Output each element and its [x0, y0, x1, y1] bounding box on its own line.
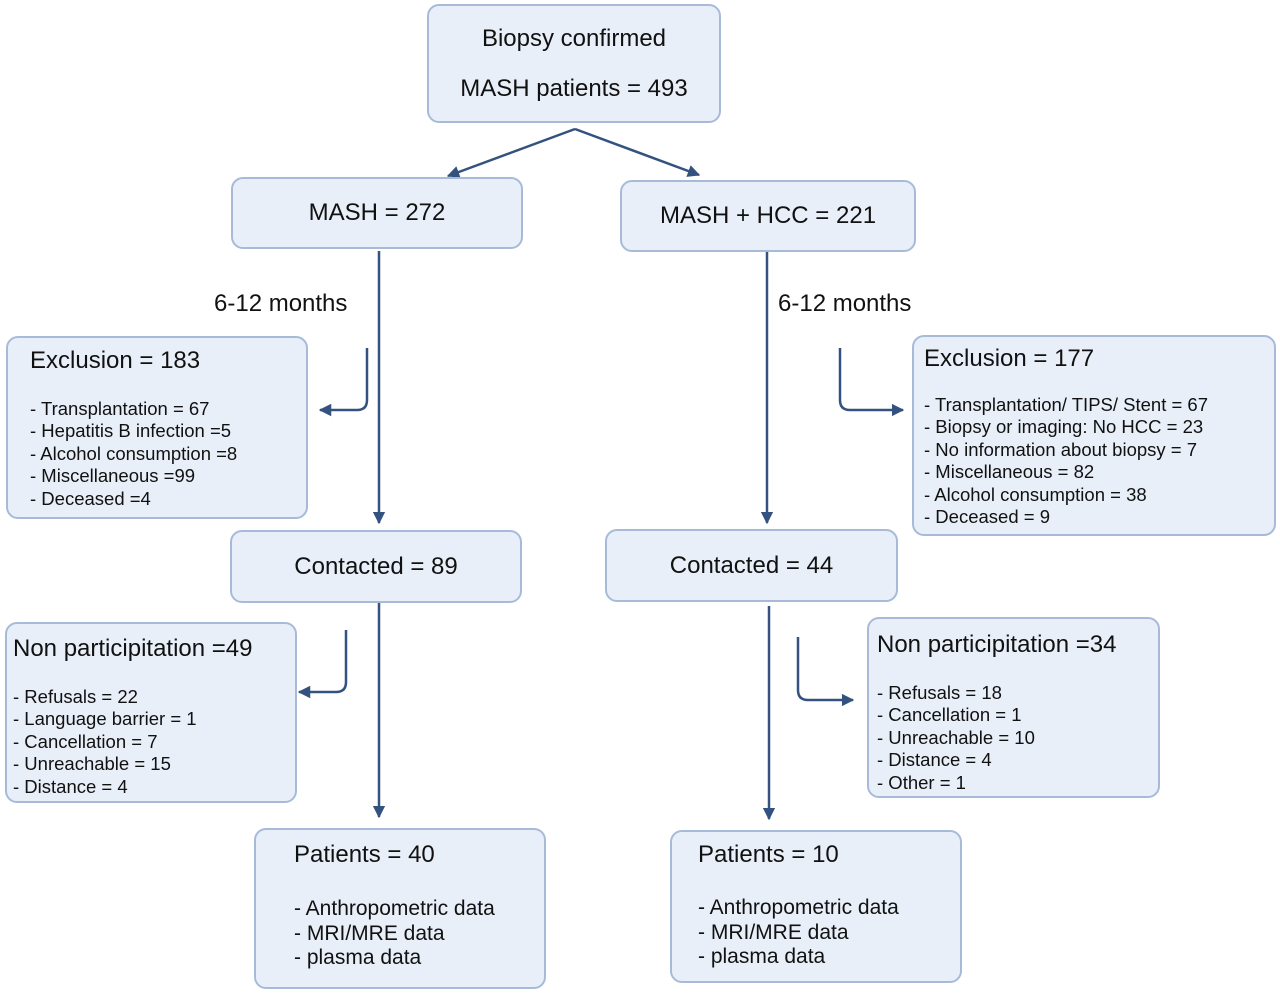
list-item: - Transplantation/ TIPS/ Stent = 67 — [924, 394, 1209, 415]
split-arrow-left — [446, 127, 576, 178]
right-exclusion-list: - Transplantation/ TIPS/ Stent = 67 - Bi… — [924, 394, 1208, 528]
list-item: - Unreachable = 10 — [877, 726, 1035, 748]
right-exclusion-box: Exclusion = 177 - Transplantation/ TIPS/… — [912, 335, 1276, 536]
left-nonpart-arrow — [297, 630, 348, 699]
list-item: - Distance = 4 — [877, 749, 992, 771]
left-contacted-label: Contacted = 89 — [294, 552, 458, 580]
list-item: - Refusals = 22 — [13, 686, 138, 707]
right-nonpart-arrow — [796, 637, 855, 707]
list-item: - MRI/MRE data — [698, 920, 849, 944]
right-nonpart-list: - Refusals = 18 - Cancellation = 1 - Unr… — [877, 682, 1035, 794]
top-box: Biopsy confirmed MASH patients = 493 — [427, 4, 721, 123]
left-interval-label: 6-12 months — [214, 290, 348, 317]
list-item: - Language barrier = 1 — [13, 708, 197, 730]
list-item: - Anthropometric data — [698, 896, 899, 919]
split-arrow-right — [574, 127, 701, 177]
left-patients-box: Patients = 40 - Anthropometric data - MR… — [254, 828, 546, 989]
list-item: - Transplantation = 67 — [30, 398, 210, 419]
left-group-box: MASH = 272 — [231, 177, 523, 249]
left-exclusion-box: Exclusion = 183 - Transplantation = 67 -… — [6, 336, 308, 519]
right-nonpart-box: Non participitation =34 - Refusals = 18 … — [867, 617, 1160, 798]
list-item: - Hepatitis B infection =5 — [30, 420, 232, 442]
right-exclusion-title: Exclusion = 177 — [924, 345, 1095, 372]
left-nonpart-box: Non participitation =49 - Refusals = 22 … — [5, 622, 297, 803]
left-exclusion-title: Exclusion = 183 — [30, 347, 201, 374]
list-item: - Refusals = 18 — [877, 682, 1002, 703]
right-patients-list: - Anthropometric data - MRI/MRE data - p… — [698, 896, 899, 970]
list-item: - plasma data — [294, 946, 422, 970]
left-nonpart-list: - Refusals = 22 - Language barrier = 1 -… — [13, 686, 197, 798]
top-line2: MASH patients = 493 — [460, 74, 688, 102]
list-item: - Other = 1 — [877, 771, 966, 793]
list-item: - Biopsy or imaging: No HCC = 23 — [924, 416, 1204, 438]
left-exclusion-list: - Transplantation = 67 - Hepatitis B inf… — [30, 398, 237, 510]
right-contacted-box: Contacted = 44 — [605, 529, 898, 602]
list-item: - Deceased =4 — [30, 487, 151, 509]
right-group-label: MASH + HCC = 221 — [659, 202, 877, 229]
right-group-box: MASH + HCC = 221 — [620, 180, 916, 252]
list-item: - Alcohol consumption = 38 — [924, 483, 1147, 505]
left-patients-title: Patients = 40 — [294, 841, 435, 868]
top-line1: Biopsy confirmed — [481, 24, 667, 52]
left-exclusion-arrow — [318, 348, 369, 417]
list-item: - Miscellaneous =99 — [30, 465, 196, 487]
right-interval-label: 6-12 months — [778, 290, 912, 317]
list-item: - MRI/MRE data — [294, 921, 445, 945]
right-patients-title: Patients = 10 — [698, 841, 839, 868]
list-item: - Distance = 4 — [13, 775, 128, 797]
list-item: - plasma data — [698, 945, 826, 969]
list-item: - Miscellaneous = 82 — [924, 461, 1095, 483]
list-item: - Deceased = 9 — [924, 506, 1050, 528]
left-group-label: MASH = 272 — [308, 199, 446, 226]
list-item: - Anthropometric data — [294, 897, 495, 920]
list-item: - No information about biopsy = 7 — [924, 438, 1198, 460]
left-patients-list: - Anthropometric data - MRI/MRE data - p… — [294, 897, 495, 971]
list-item: - Cancellation = 7 — [13, 730, 158, 752]
right-contacted-label: Contacted = 44 — [669, 551, 834, 579]
right-patients-box: Patients = 10 - Anthropometric data - MR… — [670, 830, 962, 983]
right-nonpart-title: Non participitation =34 — [877, 631, 1117, 658]
left-contacted-box: Contacted = 89 — [230, 530, 522, 603]
list-item: - Unreachable = 15 — [13, 753, 171, 775]
left-nonpart-title: Non participitation =49 — [13, 635, 253, 662]
right-exclusion-arrow — [838, 348, 905, 417]
list-item: - Cancellation = 1 — [877, 704, 1022, 726]
list-item: - Alcohol consumption =8 — [30, 442, 238, 464]
